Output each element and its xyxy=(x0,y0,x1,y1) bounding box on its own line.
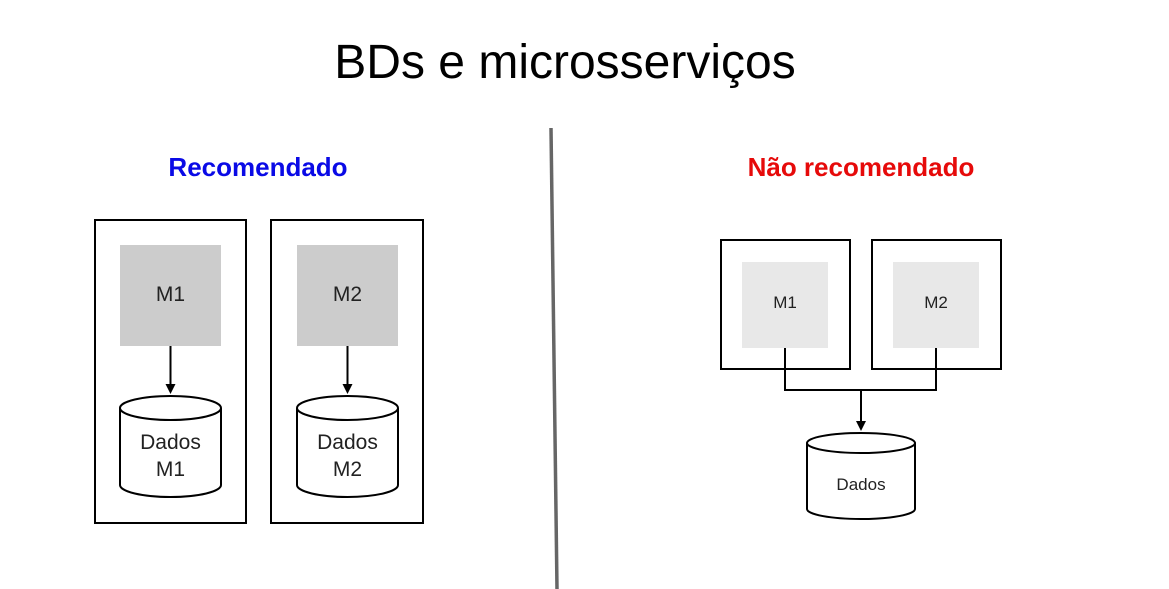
service-m2-container: M2 Dados M2 xyxy=(270,219,424,524)
database-m2-label-line2: M2 xyxy=(333,458,362,481)
recommended-section: Recomendado M1 Dados M1 M2 Dad xyxy=(94,152,424,524)
module-m1-label: M1 xyxy=(156,283,185,306)
database-m1-label-line1: Dados xyxy=(140,431,201,454)
database-m1-label-line2: M1 xyxy=(156,458,185,481)
m2-to-shared-db-connector xyxy=(861,348,937,391)
recommended-heading: Recomendado xyxy=(168,152,347,182)
m1-to-shared-db-connector xyxy=(784,348,861,391)
shared-database-label: Dados xyxy=(836,475,885,494)
shared-module-m1-box xyxy=(742,262,828,348)
database-m2-label-line1: Dados xyxy=(317,431,378,454)
database-m1-cylinder xyxy=(119,395,222,498)
module-m2-box xyxy=(297,245,398,346)
database-m2-cylinder xyxy=(296,395,399,498)
shared-module-m1-label: M1 xyxy=(773,293,797,312)
shared-database-cylinder xyxy=(806,432,916,520)
module-m2-label: M2 xyxy=(333,283,362,306)
shared-module-m2-box xyxy=(893,262,979,348)
section-divider xyxy=(549,127,559,589)
page-title: BDs e microsserviços xyxy=(334,36,795,89)
module-m1-box xyxy=(120,245,221,346)
not-recommended-section: Não recomendado M1 M2 Dados xyxy=(720,152,1002,520)
shared-module-m2-label: M2 xyxy=(924,293,948,312)
shared-service-m2-container: M2 xyxy=(871,239,1002,370)
service-m1-container: M1 Dados M1 xyxy=(94,219,247,524)
not-recommended-heading: Não recomendado xyxy=(748,152,975,182)
shared-service-m1-container: M1 xyxy=(720,239,851,370)
